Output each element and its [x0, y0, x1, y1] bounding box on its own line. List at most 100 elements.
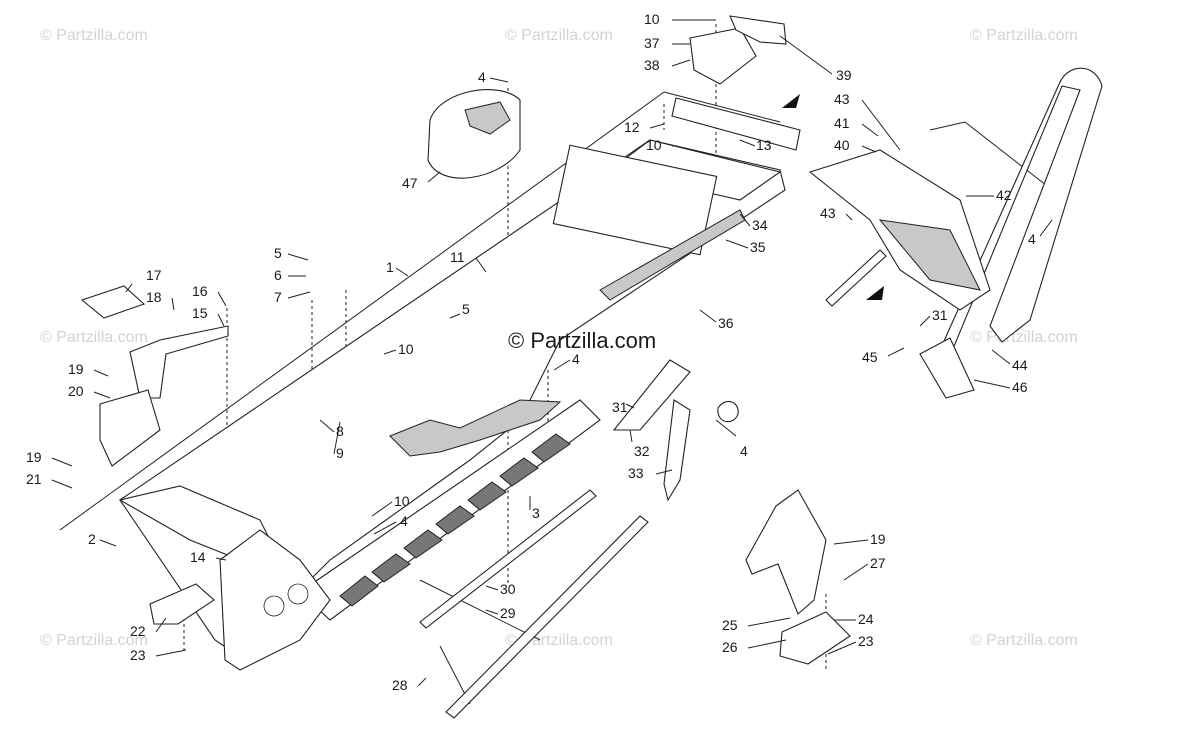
callout-label-38: 38 [644, 57, 660, 73]
leader-line-11 [475, 257, 487, 273]
leader-line-29 [485, 609, 499, 615]
leader-line-31b [625, 403, 635, 409]
callout-label-44: 44 [1012, 357, 1028, 373]
leader-line-10d [371, 501, 393, 517]
leader-line-31a [919, 315, 931, 327]
callout-label-19b: 19 [26, 449, 42, 465]
callout-label-12: 12 [624, 119, 640, 135]
leader-line-23b [155, 649, 187, 657]
leader-line-7 [287, 291, 311, 299]
leader-lines [51, 19, 1053, 687]
leader-line-46 [973, 379, 1011, 389]
leader-line-33 [655, 469, 673, 475]
callout-label-27: 27 [870, 555, 886, 571]
callout-label-5a: 5 [274, 245, 282, 261]
leader-line-35 [725, 239, 749, 249]
callout-label-16: 16 [192, 283, 208, 299]
rail-cutouts [339, 433, 571, 607]
callout-label-46: 46 [1012, 379, 1028, 395]
callout-label-11: 11 [450, 249, 465, 265]
footwell-left [149, 583, 215, 625]
leader-line-19a [93, 369, 109, 377]
callout-label-26: 26 [722, 639, 738, 655]
watermark-text: © Partzilla.com [970, 27, 1078, 44]
callout-label-19a: 19 [68, 361, 84, 377]
callout-label-32: 32 [634, 443, 650, 459]
callout-label-33: 33 [628, 465, 644, 481]
callout-label-8: 8 [336, 423, 344, 439]
callout-label-28: 28 [392, 677, 408, 693]
leader-line-21 [51, 479, 73, 489]
watermark-text: © Partzilla.com [40, 329, 148, 346]
leader-line-26 [747, 639, 787, 649]
callout-label-9: 9 [336, 445, 344, 461]
leader-line-18 [171, 297, 175, 311]
callout-label-47: 47 [402, 175, 418, 191]
callout-label-43a: 43 [834, 91, 850, 107]
leader-line-2 [99, 539, 117, 547]
leader-line-19c [833, 539, 869, 545]
leader-line-19b [51, 457, 73, 467]
leader-line-36 [699, 309, 717, 323]
leader-line-5a [287, 253, 309, 261]
rear-bracket-group [671, 15, 801, 151]
leader-line-4c [553, 359, 571, 371]
arrow-marker-bottom [866, 286, 884, 300]
callout-label-39: 39 [836, 67, 852, 83]
watermark-text: © Partzilla.com [505, 27, 613, 44]
leader-line-1 [395, 267, 409, 277]
leader-line-23a [827, 641, 857, 655]
callout-label-42: 42 [996, 187, 1012, 203]
front-left-brackets [80, 285, 229, 467]
callout-label-14: 14 [190, 549, 206, 565]
leader-line-14 [215, 557, 227, 561]
callout-label-23a: 23 [858, 633, 874, 649]
callout-label-3: 3 [532, 505, 540, 521]
seat-part-47 [427, 89, 521, 179]
watermark-text: © Partzilla.com [970, 329, 1078, 346]
callout-label-19c: 19 [870, 531, 886, 547]
callout-label-4b: 4 [1028, 231, 1036, 247]
leader-line-41 [861, 123, 879, 137]
leader-line-5b [449, 313, 461, 319]
callout-label-24: 24 [858, 611, 874, 627]
leader-line-34 [739, 213, 751, 227]
callout-label-31a: 31 [932, 307, 948, 323]
leader-line-44 [991, 349, 1011, 365]
brace-32-33 [612, 359, 739, 502]
callout-label-34: 34 [752, 217, 768, 233]
leader-line-4e [373, 521, 397, 535]
callout-label-43b: 43 [820, 205, 836, 221]
leader-line-15 [217, 313, 225, 327]
callout-label-15: 15 [192, 305, 208, 321]
callout-label-17: 17 [146, 267, 162, 283]
leader-line-10c [383, 349, 397, 355]
watermark-text: © Partzilla.com [40, 632, 148, 649]
leader-line-28 [417, 677, 427, 687]
leader-line-9 [333, 421, 341, 455]
callout-label-35: 35 [750, 239, 766, 255]
callout-label-10c: 10 [398, 341, 414, 357]
callout-label-10a: 10 [644, 11, 660, 27]
leader-line-22 [155, 617, 167, 633]
leader-line-47 [427, 171, 441, 183]
callout-label-4e: 4 [400, 513, 408, 529]
callout-label-25: 25 [722, 617, 738, 633]
tunnel-assembly [118, 139, 786, 719]
callout-label-29: 29 [500, 605, 516, 621]
leader-line-27 [843, 563, 869, 581]
callout-label-23b: 23 [130, 647, 146, 663]
leader-line-16 [217, 291, 227, 307]
leader-line-4b [1039, 219, 1053, 237]
leader-line-30 [485, 585, 499, 591]
center-watermark: © Partzilla.com [508, 328, 656, 353]
leader-line-25 [747, 617, 791, 627]
callout-label-10b: 10 [646, 137, 662, 153]
callout-label-10d: 10 [394, 493, 410, 509]
watermark-text: © Partzilla.com [970, 632, 1078, 649]
callout-label-41: 41 [834, 115, 850, 131]
footrest-right [745, 489, 851, 665]
callout-label-13: 13 [756, 137, 772, 153]
callout-label-21: 21 [26, 471, 42, 487]
leader-line-45 [887, 347, 905, 357]
